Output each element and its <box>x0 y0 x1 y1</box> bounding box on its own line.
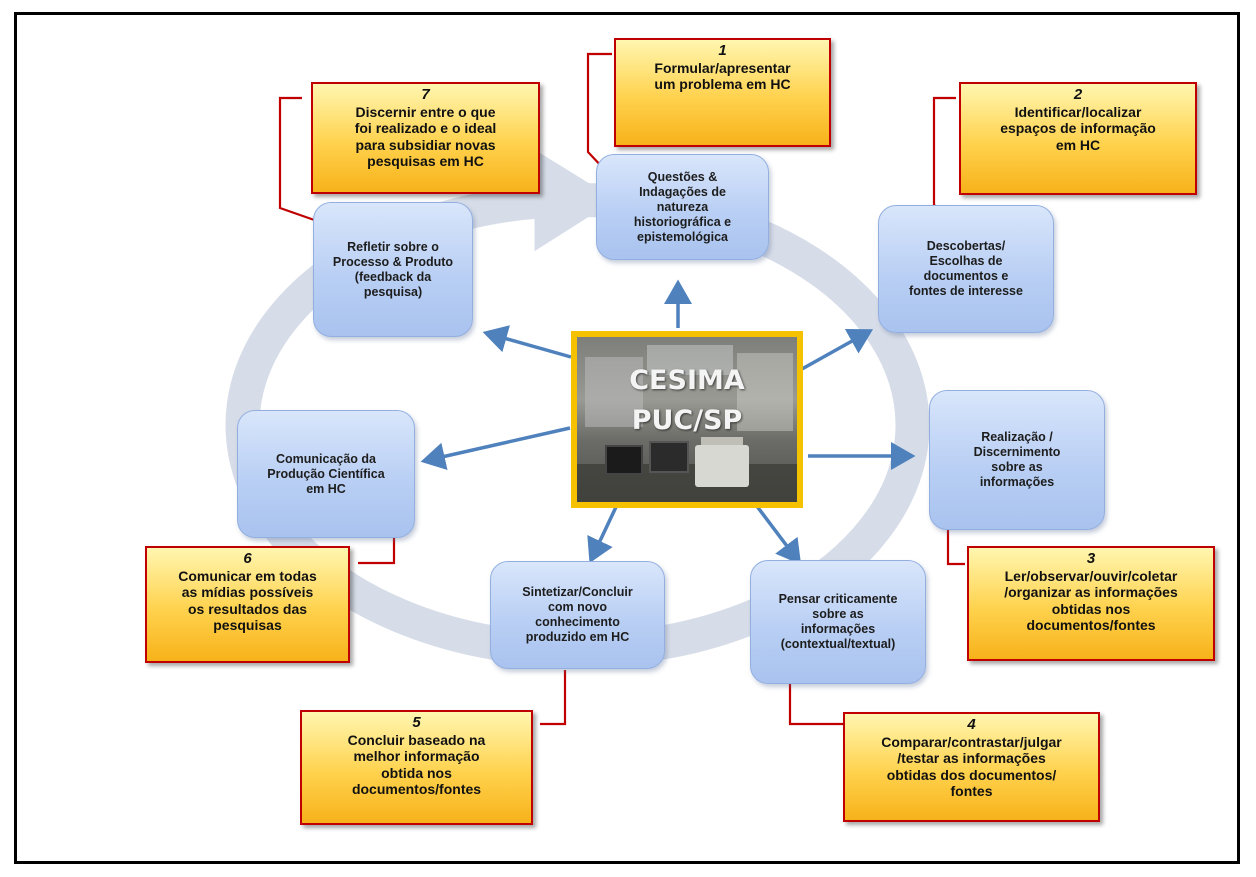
note-line: espaços de informação <box>1000 120 1156 136</box>
arrow-to-refletir <box>482 325 572 359</box>
stage-comunicacao-line: em HC <box>306 481 346 496</box>
arrow-to-comunicacao <box>420 426 571 471</box>
note-line: documentos/fontes <box>1026 617 1156 633</box>
copier-icon <box>695 445 749 487</box>
note-line: obtidas nos <box>1051 600 1131 617</box>
arrow-to-sintetizar <box>587 506 618 564</box>
note-number: 6 <box>243 550 252 567</box>
stage-realizacao: Realização / Discernimento sobre as info… <box>929 390 1105 530</box>
note-line: as mídias possíveis <box>181 584 314 600</box>
stage-questoes-line: Indagações de <box>639 184 726 199</box>
stage-refletir-line: Processo & Produto <box>332 254 454 269</box>
note-line: Ler/observar/ouvir/coletar <box>1004 567 1178 584</box>
stage-descobertas-line: fontes de interesse <box>909 284 1023 298</box>
diagram-frame <box>14 12 1240 864</box>
monitor-icon <box>605 445 643 475</box>
note-line: para subsidiar novas <box>355 136 496 153</box>
note-line: pesquisas <box>213 617 282 633</box>
stage-comunicacao-line: Comunicação da <box>275 451 376 466</box>
stage-realizacao-line: Discernimento <box>973 445 1061 459</box>
note-line: Discernir entre o que <box>355 103 496 120</box>
stage-refletir-line: (feedback da <box>354 269 432 284</box>
note-line: os resultados das <box>187 600 308 617</box>
note-line: Comparar/contrastar/julgar <box>881 733 1062 750</box>
center-label-line2: PUC/SP <box>631 405 743 436</box>
note-line: Formular/apresentar <box>654 59 791 76</box>
note-line: um problema em HC <box>654 76 791 92</box>
connector-4 <box>788 668 843 726</box>
stage-pensar-line: (contextual/textual) <box>780 637 896 651</box>
arrow-to-pensar <box>754 503 802 565</box>
stage-descobertas-line: Escolhas de <box>929 254 1003 268</box>
stage-descobertas-line: documentos e <box>923 269 1009 283</box>
stage-pensar: Pensar criticamente sobre as informações… <box>750 560 926 684</box>
stage-sintetizar-line: conhecimento <box>535 615 620 629</box>
note-2: 2 Identificar/localizar espaços de infor… <box>959 82 1197 195</box>
stage-pensar-line: Pensar criticamente <box>778 592 898 606</box>
computer-icon <box>649 441 689 473</box>
stage-realizacao-line: informações <box>979 475 1055 489</box>
stage-sintetizar-line: com novo <box>547 600 608 614</box>
stage-descobertas: Descobertas/ Escolhas de documentos e fo… <box>878 205 1054 333</box>
center-label: CESIMA PUC/SP <box>577 361 797 441</box>
stage-comunicacao-line: Produção Científica <box>267 466 385 481</box>
stage-pensar-line: informações <box>800 622 876 636</box>
note-number: 2 <box>1073 86 1083 103</box>
stage-pensar-line: sobre as <box>812 607 864 621</box>
stage-sintetizar: Sintetizar/Concluir com novo conheciment… <box>490 561 665 669</box>
copier-lid <box>701 437 743 447</box>
note-number: 4 <box>967 716 976 733</box>
photo-panel <box>737 353 793 431</box>
stage-comunicacao: Comunicação da Produção Científica em HC <box>237 410 415 538</box>
stage-refletir-line: Refletir sobre o <box>347 239 439 254</box>
note-3: 3 Ler/observar/ouvir/coletar /organizar … <box>967 546 1215 661</box>
stage-refletir: Refletir sobre o Processo & Produto (fee… <box>313 202 473 337</box>
photo-window <box>647 345 733 375</box>
note-line: /testar as informações <box>897 750 1046 766</box>
note-line: pesquisas em HC <box>367 153 484 169</box>
note-line: fontes <box>950 783 993 799</box>
note-6: 6 Comunicar em todas as mídias possíveis… <box>145 546 350 663</box>
connector-7 <box>278 96 321 224</box>
note-line: obtida nos <box>381 764 452 781</box>
note-line: foi realizado e o ideal <box>354 120 497 136</box>
arrow-to-descobertas <box>792 329 874 376</box>
stage-realizacao-line: Realização / <box>981 430 1053 444</box>
note-5: 5 Concluir baseado na melhor informação … <box>300 710 533 825</box>
stage-questoes-line: Questões & <box>647 169 718 184</box>
note-number: 5 <box>412 714 421 731</box>
note-line: em HC <box>1055 136 1101 153</box>
stage-realizacao-line: sobre as <box>991 460 1043 474</box>
note-4: 4 Comparar/contrastar/julgar /testar as … <box>843 712 1100 822</box>
note-number: 1 <box>718 42 727 59</box>
stage-descobertas-line: Descobertas/ <box>926 239 1006 253</box>
note-line: documentos/fontes <box>351 781 482 797</box>
connector-5 <box>540 670 567 726</box>
note-line: obtidas dos documentos/ <box>886 766 1057 783</box>
note-line: melhor informação <box>353 748 480 764</box>
note-line: Concluir baseado na <box>347 731 486 748</box>
note-number: 7 <box>421 86 430 103</box>
center-arrows <box>420 279 916 565</box>
stage-sintetizar-line: produzido em HC <box>525 630 630 644</box>
center-photo: CESIMA PUC/SP <box>571 331 803 508</box>
note-7: 7 Discernir entre o que foi realizado e … <box>311 82 540 194</box>
photo-panel <box>585 357 643 427</box>
stage-refletir-line: pesquisa) <box>363 284 423 299</box>
center-label-line1: CESIMA <box>629 365 745 396</box>
note-line: Identificar/localizar <box>1014 103 1142 120</box>
note-1: 1 Formular/apresentar um problema em HC <box>614 38 831 147</box>
stage-questoes: Questões & Indagações de natureza histor… <box>596 154 769 260</box>
note-line: Comunicar em todas <box>178 567 317 584</box>
stage-sintetizar-line: Sintetizar/Concluir <box>522 585 633 599</box>
stage-questoes-line: natureza <box>656 199 709 214</box>
stage-questoes-line: historiográfica e <box>633 214 732 229</box>
note-line: /organizar as informações <box>1004 584 1178 600</box>
stage-questoes-line: epistemológica <box>637 229 728 244</box>
note-number: 3 <box>1086 550 1096 567</box>
